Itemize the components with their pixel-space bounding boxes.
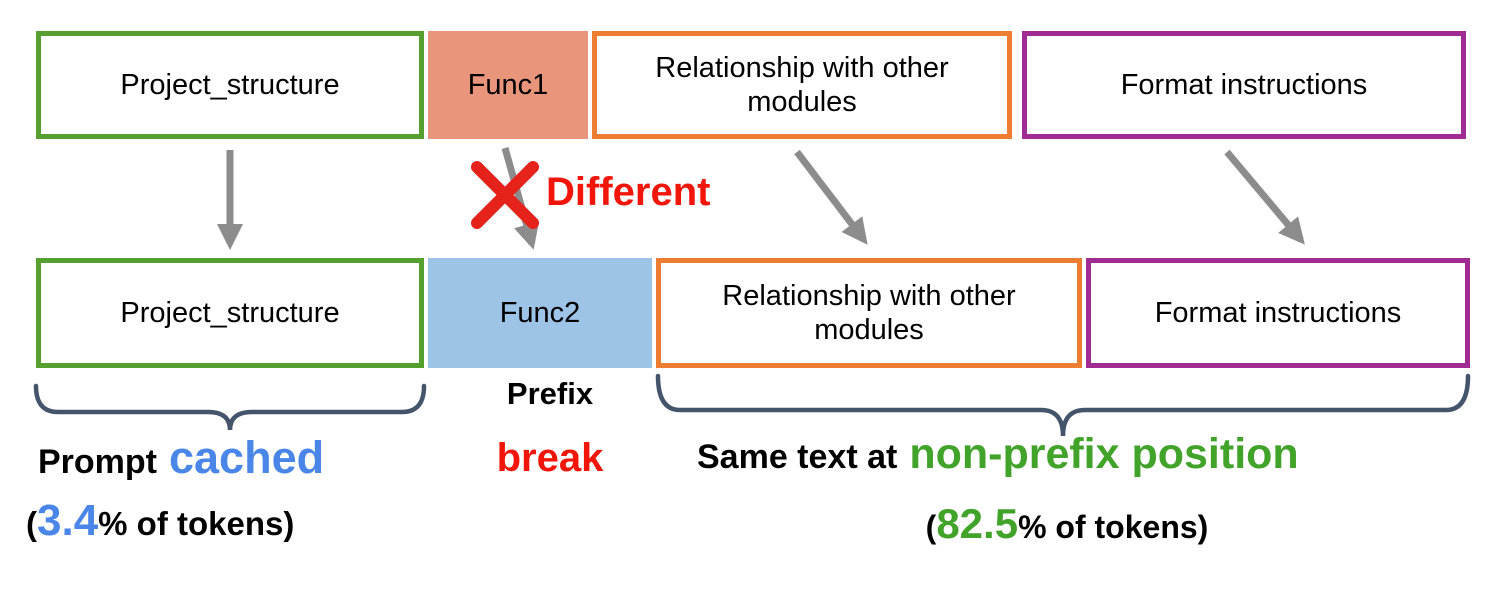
cached-stat-open: ( <box>26 505 37 542</box>
project-structure-label-top: Project_structure <box>120 68 340 101</box>
down-arrow-format <box>1224 149 1305 245</box>
format-instructions-box-top: Format instructions <box>1022 31 1466 139</box>
non-prefix-stat-open: ( <box>925 509 937 545</box>
underbrace-cached <box>33 383 427 431</box>
different-label: Different <box>546 170 711 214</box>
down-arrow-relationship <box>794 149 868 245</box>
func1-label: Func1 <box>467 68 549 101</box>
format-instructions-label-top: Format instructions <box>1120 68 1368 101</box>
non-prefix-token-stat: (82.5% of tokens) <box>697 500 1437 548</box>
func1-box: Func1 <box>428 31 588 139</box>
relationship-label-top: Relationship with other modules <box>655 51 949 118</box>
non-prefix-words: non-prefix position <box>909 430 1299 478</box>
cached-stat-value: 3.4 <box>37 496 99 545</box>
relationship-box-bottom: Relationship with other modules <box>656 258 1082 368</box>
non-prefix-stat-close: % of tokens) <box>1018 509 1209 545</box>
same-text-words: Same text at <box>697 438 898 476</box>
prefix-label: Prefix <box>506 376 594 411</box>
project-structure-label-bottom: Project_structure <box>120 296 340 329</box>
prompt-word: Prompt <box>38 443 157 481</box>
relationship-label-bottom: Relationship with other modules <box>722 279 1016 346</box>
down-arrow-func <box>501 147 540 250</box>
red-x-mark-icon <box>471 161 539 229</box>
format-instructions-label-bottom: Format instructions <box>1154 296 1402 329</box>
func2-label: Func2 <box>499 296 581 329</box>
prompt-cached-caption: Prompt cached <box>38 432 324 484</box>
underbrace-non-prefix <box>655 373 1471 437</box>
project-structure-box-bottom: Project_structure <box>36 258 424 368</box>
relationship-box-top: Relationship with other modules <box>592 31 1012 139</box>
non-prefix-stat-value: 82.5 <box>936 500 1019 547</box>
cached-word: cached <box>169 432 325 483</box>
func2-box: Func2 <box>428 258 652 368</box>
same-text-caption: Same text at non-prefix position <box>697 430 1299 479</box>
format-instructions-box-bottom: Format instructions <box>1086 258 1470 368</box>
cached-token-stat: (3.4% of tokens) <box>26 496 294 546</box>
break-label: break <box>496 436 604 480</box>
project-structure-box-top: Project_structure <box>36 31 424 139</box>
cached-stat-close: % of tokens) <box>98 505 295 542</box>
